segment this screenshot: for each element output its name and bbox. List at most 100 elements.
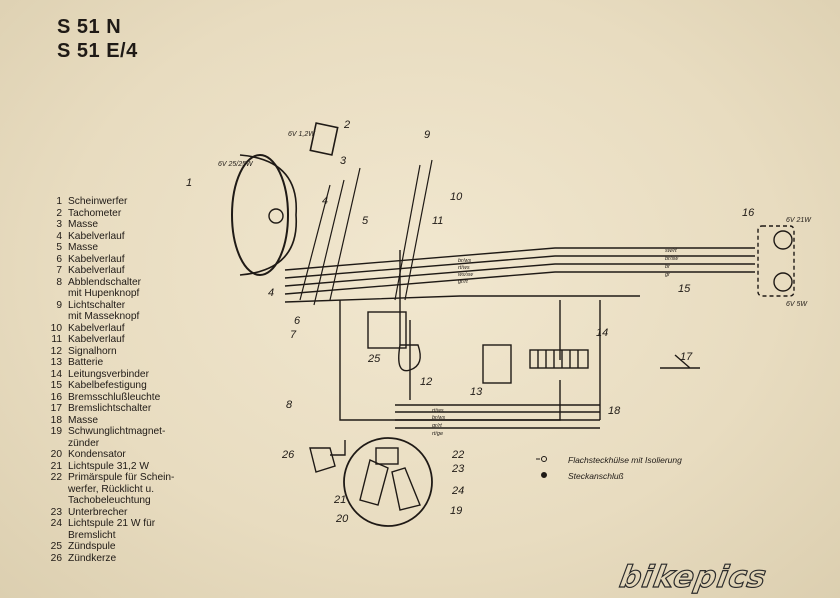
legend-text: zünder — [68, 437, 100, 449]
magneto-flywheel-shape — [343, 437, 433, 527]
legend-number: 5 — [56, 242, 62, 253]
legend-text: Scheinwerfer — [68, 196, 128, 207]
headlamp-bulb — [268, 208, 284, 224]
callout-11: 11 — [432, 215, 443, 227]
callout-5: 5 — [362, 215, 369, 227]
callout-23: 23 — [451, 463, 465, 475]
legend-row: werfer, Rücklicht u. — [44, 484, 234, 496]
legend-text: werfer, Rücklicht u. — [68, 483, 155, 495]
wire-bundle-left — [299, 167, 361, 306]
callout-1: 1 — [186, 177, 192, 189]
wire-label: gr/rt — [458, 279, 468, 285]
key-plug-connection-text: Steckanschluß — [568, 471, 624, 481]
legend-number: 22 — [50, 472, 62, 483]
callout-19: 19 — [450, 505, 462, 517]
legend-number: 3 — [56, 219, 62, 230]
rating-speedo-lamp: 6V 1,2W — [288, 131, 316, 138]
legend-text: Zündspule — [68, 541, 116, 552]
callout-14: 14 — [596, 327, 608, 339]
wire-magneto-feed — [395, 404, 600, 429]
legend-text: Bremsschlußleuchte — [68, 391, 161, 403]
wire-color-labels: br/wsrt/wsws/swgr/rtsw/rtbr/swbrgrrt/wsb… — [432, 248, 679, 437]
legend-number: 16 — [50, 391, 62, 403]
callout-6: 6 — [294, 315, 301, 327]
callout-3: 3 — [340, 155, 347, 167]
wire-label: br/ws — [458, 258, 471, 264]
legend-row: 16 Bremsschlußleuchte — [44, 392, 234, 404]
callout-18: 18 — [608, 405, 621, 417]
wire-drop-mid — [399, 250, 411, 400]
wire-label: gr — [665, 272, 671, 278]
wire-label: ws/sw — [458, 272, 474, 278]
legend-number: 26 — [50, 552, 62, 564]
legend-number: 25 — [50, 541, 62, 552]
connector-block-shape — [529, 349, 589, 369]
key-plug-connection-symbol — [541, 472, 547, 478]
legend-number: 20 — [50, 449, 62, 460]
legend-text: Primärspule für Schein- — [68, 472, 175, 483]
legend-row: 26 Zündkerze — [44, 553, 234, 565]
legend-text: Kondensator — [68, 449, 126, 460]
callout-7: 7 — [290, 329, 297, 341]
legend-row: 15 Kabelbefestigung — [44, 380, 234, 392]
callout-10: 10 — [450, 191, 463, 203]
legend-text: Lichtspule 21 W für — [68, 518, 156, 529]
legend-text: Unterbrecher — [68, 506, 128, 518]
wire-label: br/ws — [432, 415, 445, 421]
legend-row: mit Hupenknopf — [44, 288, 234, 300]
legend-text: Kabelbefestigung — [68, 380, 147, 391]
headlamp-reflector — [239, 154, 297, 276]
callout-25: 25 — [367, 353, 381, 365]
key-symbols — [536, 456, 547, 478]
taillamp-bulb-bottom — [773, 272, 793, 292]
rating-tail-top: 6V 21W — [786, 217, 812, 224]
legend-number: 2 — [56, 207, 62, 219]
model-title-2: S 51 E/4 — [57, 40, 138, 62]
legend-text: Tachometer — [68, 207, 122, 219]
brake-switch-shape — [660, 354, 700, 369]
callout-22: 22 — [451, 449, 464, 461]
legend-row: 2 Tachometer — [44, 208, 234, 220]
legend-row: 25 Zündspule — [44, 541, 234, 553]
legend-number: 21 — [50, 460, 62, 472]
legend-text: Kabelverlauf — [68, 230, 125, 242]
legend-row: mit Masseknopf — [44, 311, 234, 323]
legend-number: 15 — [50, 380, 62, 391]
wire-harness-5 — [284, 295, 640, 303]
callout-2: 2 — [343, 119, 350, 131]
legend-text: Lichtspule 31,2 W — [68, 460, 149, 472]
wire-label: sw/rt — [665, 248, 677, 254]
callout-4: 4 — [322, 195, 328, 207]
legend-text: Abblendschalter — [68, 276, 142, 288]
wire-label: rt/ge — [432, 431, 443, 437]
callout-20: 20 — [335, 513, 349, 525]
legend-number: 18 — [50, 414, 62, 426]
legend-number: 24 — [50, 518, 62, 529]
legend-text: Kabelverlauf — [68, 334, 125, 345]
legend-text: Zündkerze — [68, 552, 117, 564]
speedometer-shape — [309, 122, 339, 156]
rating-tail-bottom: 6V 5W — [786, 301, 808, 308]
legend-text: Lichtschalter — [68, 299, 126, 311]
legend-number: 4 — [56, 230, 62, 242]
callout-26: 26 — [281, 449, 295, 461]
wire-label: rt/ws — [458, 265, 470, 271]
wire-harness-2 — [284, 255, 755, 279]
wire-label: rt/ws — [432, 408, 444, 414]
coil-21-shape — [359, 459, 389, 506]
spark-plug-shape — [309, 447, 336, 473]
wire-drop-right — [559, 300, 601, 420]
legend-number: 14 — [50, 368, 62, 380]
watermark-logo: bikepics — [616, 559, 770, 595]
key-plug-insulated-text: Flachsteckhülse mit Isolierung — [568, 455, 682, 465]
legend-row: Tachobeleuchtung — [44, 495, 234, 507]
